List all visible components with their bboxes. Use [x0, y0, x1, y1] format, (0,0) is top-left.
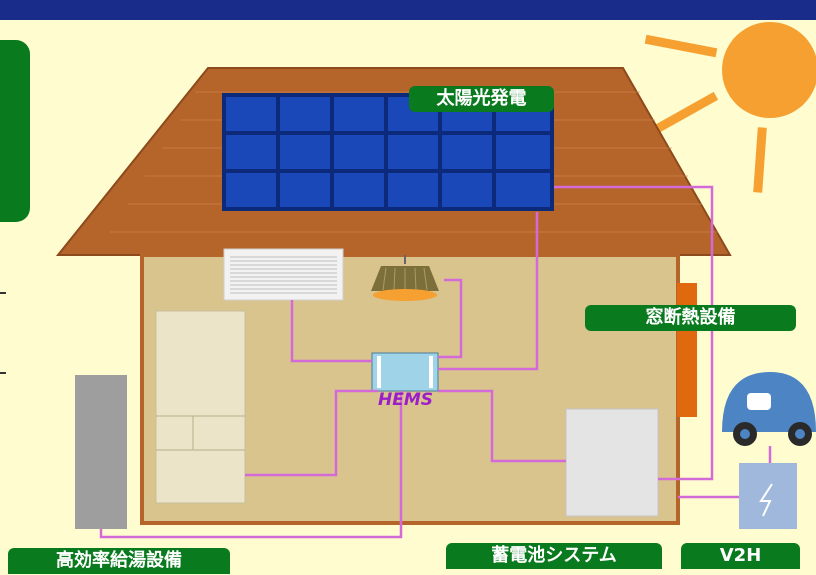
sun-icon [644, 22, 816, 193]
air-conditioner-icon [223, 248, 344, 301]
side-panel-tab [0, 40, 30, 222]
window-insulation-label: 窓断熱設備 [585, 305, 796, 331]
hems-device [371, 352, 439, 392]
battery-unit [565, 408, 659, 517]
solar-power-label: 太陽光発電 [409, 86, 554, 112]
hems-label: HEMS [378, 390, 434, 410]
lightning-icon [759, 483, 773, 517]
edge-mark [0, 372, 6, 374]
header-bar [0, 0, 816, 20]
v2h-label: V2H [681, 543, 800, 569]
edge-mark [0, 292, 6, 294]
ceiling-lamp-icon [371, 255, 439, 301]
window-insulation [677, 283, 697, 417]
wiring [99, 185, 740, 539]
v2h-charger [739, 446, 797, 529]
storage-cabinet [155, 310, 246, 504]
battery-system-label: 蓄電池システム [446, 543, 662, 569]
water-heater-label: 高効率給湯設備 [8, 548, 230, 574]
water-heater-unit [75, 375, 127, 529]
car-icon [722, 372, 816, 446]
